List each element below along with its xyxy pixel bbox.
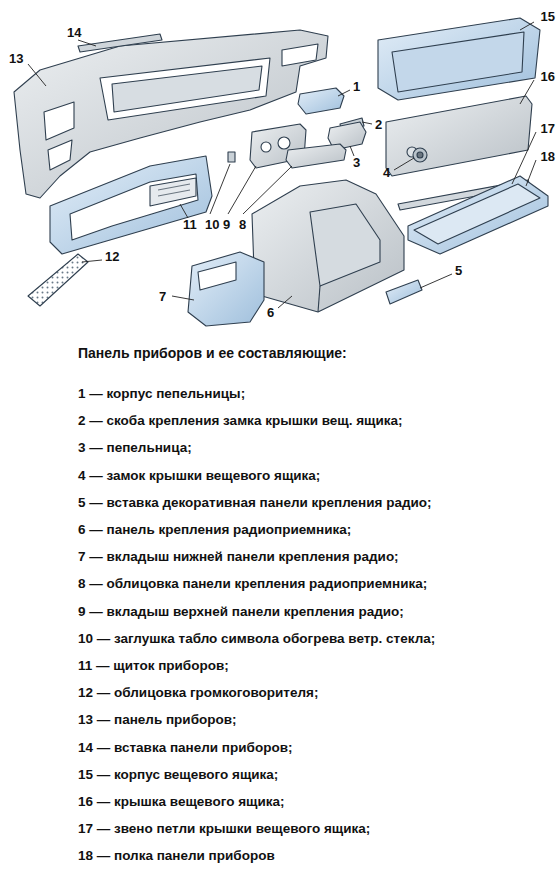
legend-row: 11 — щиток приборов; [78, 658, 229, 673]
callout-number: 9 [222, 218, 231, 232]
callout-number: 11 [182, 218, 198, 232]
legend-row: 10 — заглушка табло символа обогрева вет… [78, 631, 435, 646]
ashtray-body [298, 88, 344, 114]
legend-row: 14 — вставка панели приборов; [78, 740, 292, 755]
legend-row: 16 — крышка вещевого ящика; [78, 794, 284, 809]
callout-number: 6 [266, 306, 275, 320]
dashboard-illustration [0, 0, 560, 340]
legend-row: 17 — звено петли крышки вещевого ящика; [78, 821, 370, 836]
callout-number: 16 [540, 70, 556, 84]
callout-number: 18 [540, 150, 556, 164]
legend-row: 13 — панель приборов; [78, 712, 237, 727]
speaker-grille [28, 254, 88, 306]
legend-row: 4 — замок крышки вещевого ящика; [78, 468, 320, 483]
glovebox-lock [413, 148, 427, 162]
legend-row: 8 — облицовка панели крепления радиоприе… [78, 576, 427, 591]
callout-number: 14 [66, 26, 82, 40]
decor-insert [386, 280, 422, 304]
diagram-title: Панель приборов и ее составляющие: [78, 345, 347, 361]
callout-number: 13 [8, 52, 24, 66]
callout-number: 17 [540, 122, 556, 136]
legend-row: 5 — вставка декоративная панели креплени… [78, 495, 432, 510]
callout-number: 1 [352, 80, 361, 94]
legend-row: 6 — панель крепления радиоприемника; [78, 522, 351, 537]
legend-row: 2 — скоба крепления замка крышки вещ. ящ… [78, 413, 403, 428]
instrument-cluster-frame [50, 156, 212, 254]
callout-number: 3 [352, 156, 361, 170]
legend-row: 1 — корпус пепельницы; [78, 386, 245, 401]
radio-console [252, 180, 404, 312]
lower-radio-insert [188, 252, 264, 326]
callout-number: 10 [204, 218, 220, 232]
leader-lines [28, 22, 536, 308]
legend-row: 18 — полка панели приборов [78, 848, 275, 863]
dash-shelf [408, 176, 548, 254]
legend-row: 3 — пепельница; [78, 440, 192, 455]
callout-number: 8 [238, 218, 247, 232]
callout-number: 12 [104, 250, 120, 264]
callout-number: 7 [158, 290, 167, 304]
legend-row: 7 — вкладыш нижней панели крепления ради… [78, 549, 399, 564]
legend-row: 12 — облицовка громкоговорителя; [78, 685, 318, 700]
callout-number: 5 [454, 264, 463, 278]
panel-insert [78, 34, 162, 52]
legend-row: 9 — вкладыш верхней панели крепления рад… [78, 604, 404, 619]
callout-number: 2 [374, 118, 383, 132]
legend-row: 15 — корпус вещевого ящика; [78, 767, 278, 782]
glovebox-body [378, 18, 540, 100]
heater-plug [228, 152, 235, 162]
glovebox-lid [386, 96, 532, 176]
callout-number: 4 [382, 166, 391, 180]
callout-number: 15 [540, 10, 556, 24]
radio-trim [286, 144, 346, 168]
